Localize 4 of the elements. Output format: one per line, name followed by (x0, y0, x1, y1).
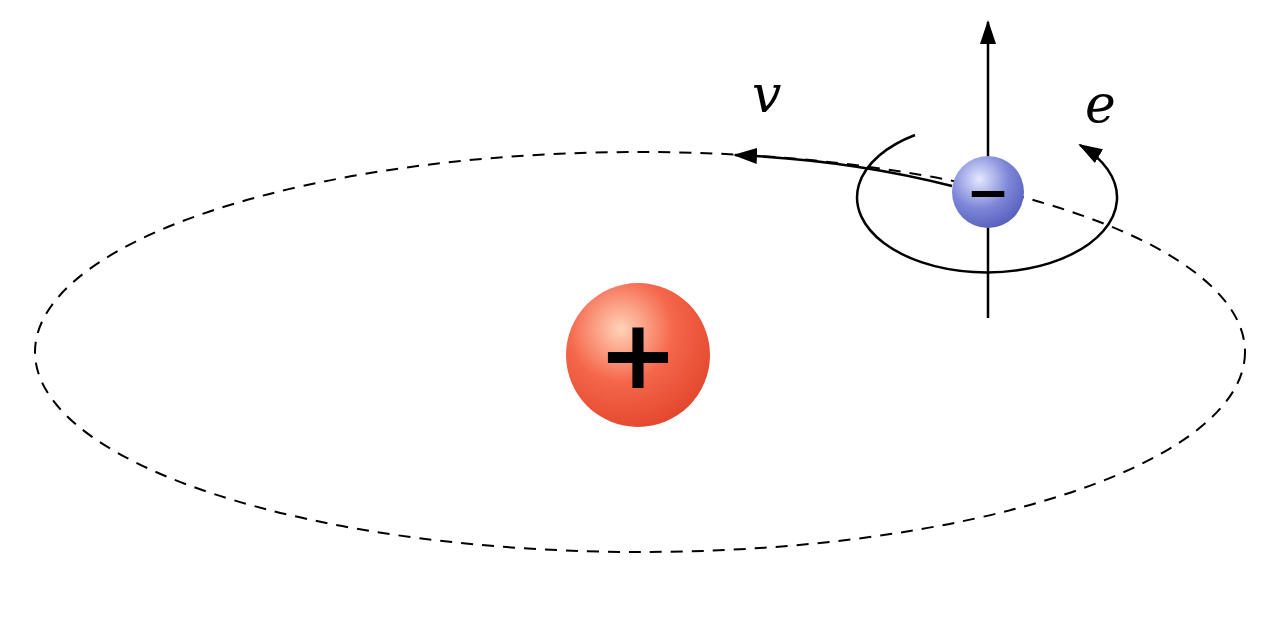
charge-symbol: e (1085, 78, 1116, 130)
velocity-symbol: v (752, 68, 782, 120)
nucleus-sphere: + (566, 283, 710, 427)
electron-sphere: − (952, 156, 1024, 228)
